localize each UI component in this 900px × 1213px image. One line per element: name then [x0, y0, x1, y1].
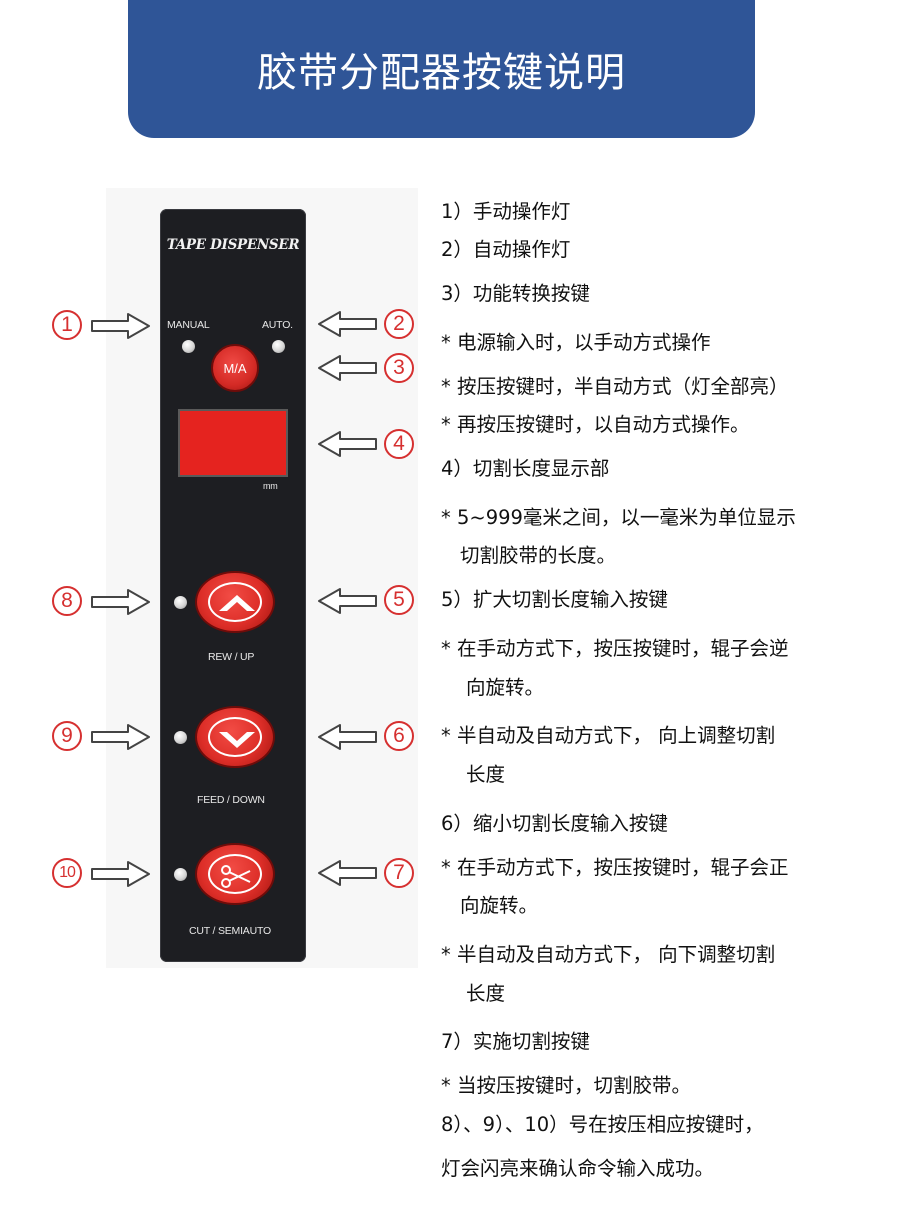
- arrow-right-icon: [91, 724, 150, 750]
- arrow-left-icon: [318, 588, 377, 614]
- control-panel: TAPE DISPENSER MANUAL AUTO. M/A mm REW /…: [160, 209, 306, 962]
- length-display: [178, 409, 288, 477]
- mm-label: mm: [263, 481, 278, 491]
- rew-up-button[interactable]: [195, 571, 275, 633]
- desc-line: 4）切割长度显示部: [441, 457, 610, 480]
- auto-led: [272, 340, 285, 353]
- scissors-icon: [221, 865, 251, 888]
- page-title: 胶带分配器按键说明: [257, 50, 626, 96]
- desc-line: * 电源输入时，以手动方式操作: [441, 331, 711, 354]
- desc-line: * 在手动方式下，按压按键时，辊子会正: [441, 856, 789, 879]
- rew-up-label: REW / UP: [208, 651, 255, 663]
- desc-line: * 当按压按键时，切割胶带。: [441, 1074, 691, 1097]
- desc-line: 7）实施切割按键: [441, 1030, 590, 1053]
- callout-4: 4: [384, 429, 414, 459]
- desc-line: * 5~999毫米之间，以一毫米为单位显示: [441, 506, 796, 529]
- desc-line: * 按压按键时，半自动方式（灯全部亮）: [441, 375, 789, 398]
- desc-line: 6）缩小切割长度输入按键: [441, 812, 668, 835]
- title-banner: 胶带分配器按键说明: [128, 0, 755, 138]
- desc-line: * 再按压按键时，以自动方式操作。: [441, 413, 750, 436]
- desc-line: 灯会闪亮来确认命令输入成功。: [441, 1157, 715, 1180]
- cut-led: [174, 868, 187, 881]
- cut-semiauto-label: CUT / SEMIAUTO: [189, 925, 271, 937]
- callout-1: 1: [52, 310, 82, 340]
- button-ring: [208, 582, 262, 622]
- callout-3: 3: [384, 353, 414, 383]
- button-ring: [208, 717, 262, 757]
- callout-10: 10: [52, 858, 82, 888]
- callout-5: 5: [384, 585, 414, 615]
- arrow-right-icon: [91, 589, 150, 615]
- arrow-right-icon: [91, 861, 150, 887]
- desc-line: 3）功能转换按键: [441, 282, 590, 305]
- desc-line: 1）手动操作灯: [441, 200, 571, 223]
- callout-6: 6: [384, 721, 414, 751]
- arrow-left-icon: [318, 355, 377, 381]
- feed-down-label: FEED / DOWN: [197, 794, 265, 806]
- desc-line: 向旋转。: [460, 894, 539, 917]
- callout-9: 9: [52, 721, 82, 751]
- chevron-up-icon: [219, 595, 255, 611]
- panel-title: TAPE DISPENSER: [166, 237, 300, 253]
- desc-line: 2）自动操作灯: [441, 238, 571, 261]
- desc-line: 切割胶带的长度。: [460, 544, 617, 567]
- ma-button[interactable]: M/A: [211, 344, 259, 392]
- cut-button[interactable]: [195, 843, 275, 905]
- feed-led: [174, 731, 187, 744]
- arrow-left-icon: [318, 860, 377, 886]
- arrow-right-icon: [91, 313, 150, 339]
- callout-8: 8: [52, 586, 82, 616]
- arrow-left-icon: [318, 311, 377, 337]
- auto-label: AUTO.: [262, 319, 293, 331]
- desc-line: * 半自动及自动方式下， 向下调整切割: [441, 943, 776, 966]
- desc-line: 8）、9）、10）号在按压相应按键时，: [441, 1113, 764, 1136]
- arrow-left-icon: [318, 724, 377, 750]
- callout-2: 2: [384, 309, 414, 339]
- desc-line: 向旋转。: [466, 676, 545, 699]
- callout-7: 7: [384, 858, 414, 888]
- chevron-down-icon: [219, 732, 255, 748]
- desc-line: 长度: [466, 763, 506, 786]
- desc-line: * 半自动及自动方式下， 向上调整切割: [441, 724, 776, 747]
- arrow-left-icon: [318, 431, 377, 457]
- rew-led: [174, 596, 187, 609]
- desc-line: 5）扩大切割长度输入按键: [441, 588, 668, 611]
- manual-led: [182, 340, 195, 353]
- manual-label: MANUAL: [167, 319, 210, 331]
- feed-down-button[interactable]: [195, 706, 275, 768]
- desc-line: * 在手动方式下，按压按键时，辊子会逆: [441, 637, 789, 660]
- button-ring: [208, 854, 262, 894]
- desc-line: 长度: [466, 982, 506, 1005]
